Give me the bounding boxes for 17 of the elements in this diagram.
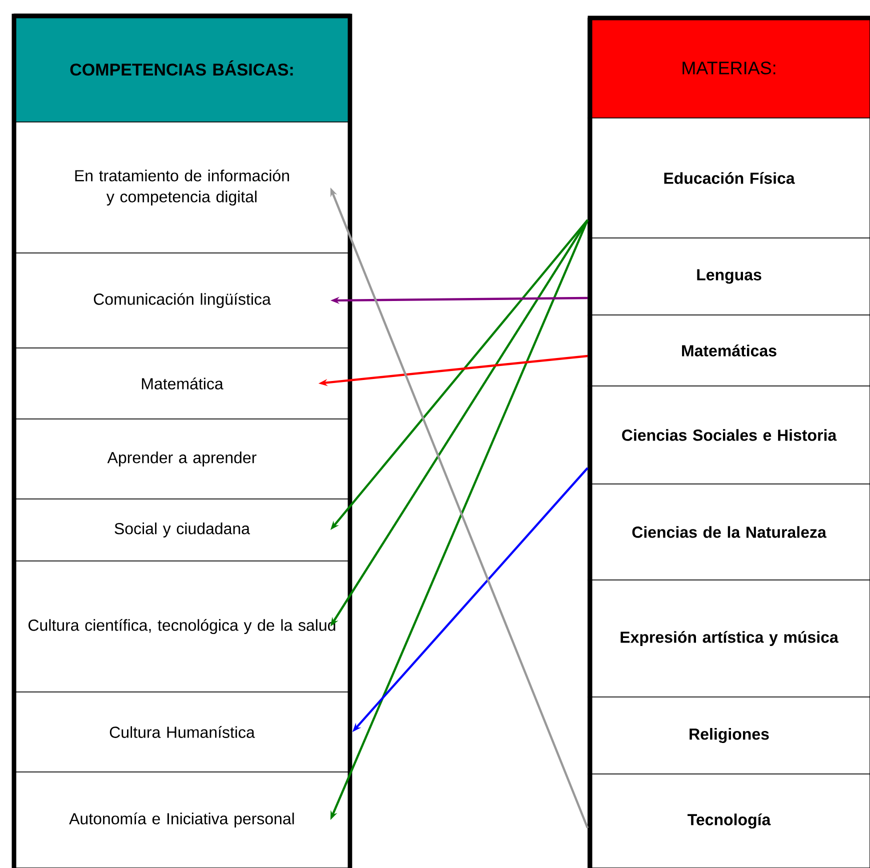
table-cell: Religiones [588, 696, 870, 774]
table-cell: Lenguas [588, 238, 870, 316]
table-cell: Cultura Humanística [14, 692, 350, 772]
table-cell: Social y ciudadana [14, 498, 350, 562]
table-cell: Educación Física [588, 118, 870, 238]
table-cell: En tratamiento de información y competencia digital [14, 122, 350, 254]
table-cell: Comunicación lingüística [14, 252, 350, 348]
table-cell: Tecnología [588, 774, 870, 868]
table-cell: Ciencias de la Naturaleza [588, 484, 870, 580]
header-box: MATERIAS: [588, 18, 870, 118]
table-cell: Aprender a aprender [14, 418, 350, 500]
table-cell: Autonomía e Iniciativa personal [14, 772, 350, 868]
table-cell: Ciencias Sociales e Historia [588, 386, 870, 484]
table-cell: Expresión artística y música [588, 580, 870, 698]
table-cell: Matemática [14, 348, 350, 420]
table-cell: Matemáticas [588, 314, 870, 386]
header-box: COMPETENCIAS BÁSICAS: [14, 14, 350, 122]
